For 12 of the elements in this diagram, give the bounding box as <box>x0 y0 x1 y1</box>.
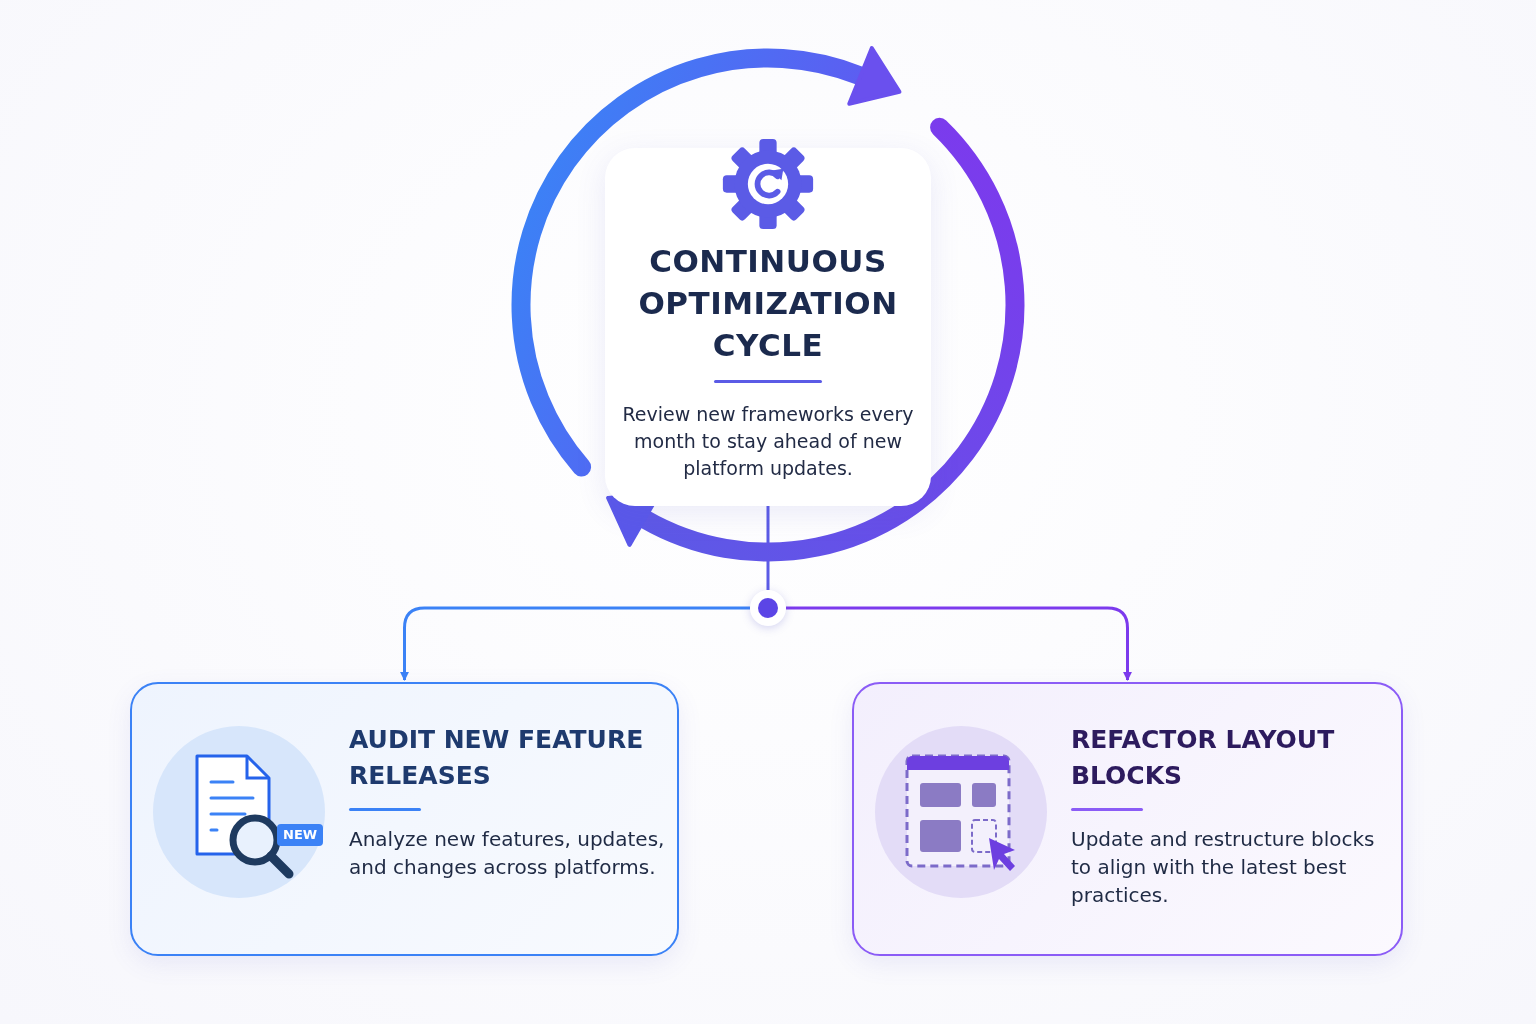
process-card <box>130 682 679 956</box>
new-badge: NEW <box>277 824 324 846</box>
card-title: AUDIT NEW FEATURE RELEASES <box>349 724 645 792</box>
process-card <box>852 682 1403 956</box>
connector-arrow <box>786 606 1132 681</box>
card-title: REFACTOR LAYOUT BLOCKS <box>1071 724 1336 792</box>
connector-arrow <box>400 606 750 681</box>
junction-dot <box>750 590 786 626</box>
card-description: Review new frameworks every month to stay ahead of new platform updates. <box>621 402 915 481</box>
card-description: Analyze new features, updates, and changes across platforms. <box>349 826 666 881</box>
card-description: Update and restructure blocks to align with the latest best practices. <box>1071 826 1376 909</box>
card-title: CONTINUOUS OPTIMIZATION CYCLE <box>637 242 899 365</box>
